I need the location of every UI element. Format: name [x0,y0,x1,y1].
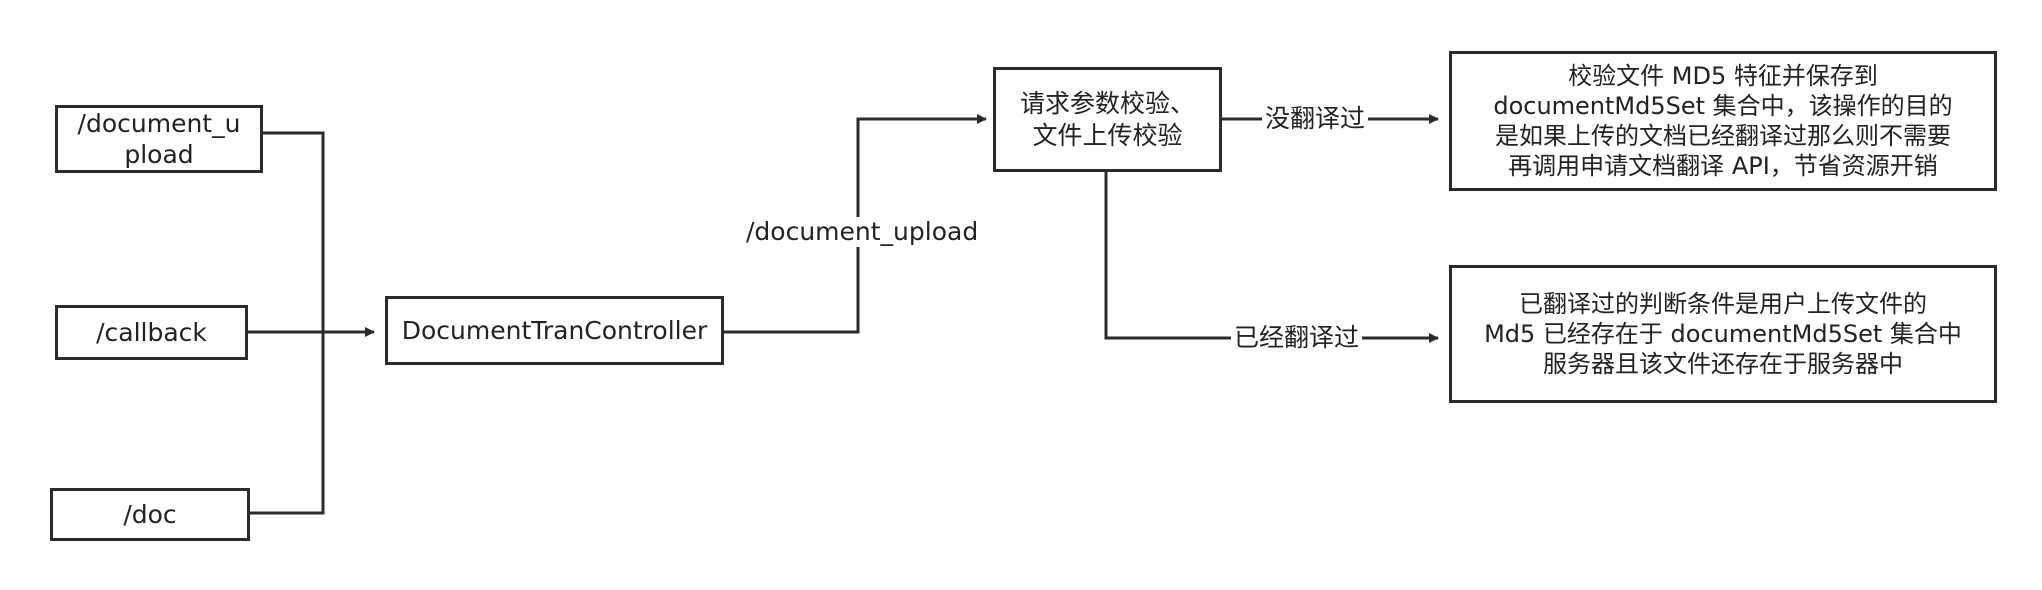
not-translated-result-box: 校验文件 MD5 特征并保存到 documentMd5Set 集合中，该操作的目… [1449,51,1997,191]
upload-endpoint-label-line2: pload [124,140,194,169]
not-translated-result-line4: 再调用申请文档翻译 API，节省资源开销 [1508,152,1938,180]
controller-label: DocumentTranController [401,315,708,345]
upload-endpoint-label-line1: /document_u [77,108,241,138]
connector-upload-to-controller [263,131,325,332]
edge-label-already-translated: 已经翻译过 [1231,323,1363,353]
translated-result-line1: 已翻译过的判断条件是用户上传文件的 [1519,290,1927,318]
validation-label-line1: 请求参数校验、 [1019,89,1195,119]
doc-endpoint-label: /doc [123,499,177,529]
not-translated-result-line2: documentMd5Set 集合中，该操作的目的 [1493,92,1953,120]
callback-endpoint-box: /callback [55,305,248,360]
translated-result-line2: Md5 已经存在于 documentMd5Set 集合中 [1484,320,1962,348]
translated-result-line3: 服务器且该文件还存在于服务器中 [1543,350,1903,378]
edge-label-not-translated: 没翻译过 [1262,104,1369,134]
callback-endpoint-label: /callback [96,317,207,347]
doc-endpoint-box: /doc [50,488,250,541]
upload-endpoint-box: /document_u pload [55,105,263,173]
validation-label-line2: 文件上传校验 [1032,120,1183,150]
controller-box: DocumentTranController [385,296,724,365]
translated-result-box: 已翻译过的判断条件是用户上传文件的 Md5 已经存在于 documentMd5S… [1449,265,1997,403]
edge-label-document-upload: /document_upload [743,217,982,247]
connector-validation-to-translated [1104,172,1439,343]
validation-box: 请求参数校验、 文件上传校验 [993,67,1222,172]
connector-doc-to-controller [250,332,325,515]
not-translated-result-line1: 校验文件 MD5 特征并保存到 [1568,62,1878,90]
not-translated-result-line3: 是如果上传的文档已经翻译过那么则不需要 [1495,122,1951,150]
